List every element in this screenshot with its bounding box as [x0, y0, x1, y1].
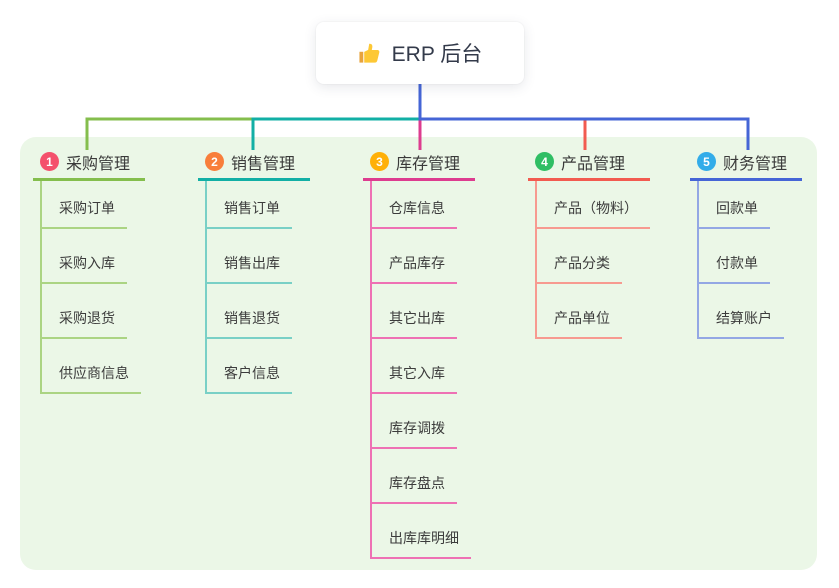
child-row: 供应商信息 — [42, 339, 141, 394]
child-node[interactable]: 采购入库 — [42, 253, 127, 284]
branch-node-5[interactable]: 5 财务管理 — [690, 148, 802, 181]
child-row: 采购订单 — [42, 181, 141, 229]
branch-column-4: 4 产品管理产品（物料） 产品分类产品单位 — [528, 148, 650, 339]
branch-number-badge: 5 — [697, 152, 716, 171]
branch-number-badge: 1 — [40, 152, 59, 171]
child-node[interactable]: 其它出库 — [372, 308, 457, 339]
child-node[interactable]: 产品单位 — [537, 308, 622, 339]
branch-title-label: 采购管理 — [66, 155, 131, 173]
branch-node-1[interactable]: 1 采购管理 — [33, 148, 145, 181]
child-row: 产品单位 — [537, 284, 650, 339]
child-row: 库存盘点 — [372, 449, 471, 504]
branch-column-5: 5 财务管理回款单付款单结算账户 — [690, 148, 802, 339]
child-row: 付款单 — [699, 229, 784, 284]
child-row: 结算账户 — [699, 284, 784, 339]
child-node[interactable]: 库存盘点 — [372, 473, 457, 504]
child-row: 其它入库 — [372, 339, 471, 394]
child-node[interactable]: 销售订单 — [207, 198, 292, 229]
branch-node-4[interactable]: 4 产品管理 — [528, 148, 650, 181]
child-row: 库存调拨 — [372, 394, 471, 449]
child-row: 仓库信息 — [372, 181, 471, 229]
child-node[interactable]: 销售出库 — [207, 253, 292, 284]
root-title: ERP 后台 — [391, 43, 483, 66]
child-node[interactable]: 供应商信息 — [42, 363, 141, 394]
child-row: 产品（物料） — [537, 181, 650, 229]
branch-number-badge: 2 — [205, 152, 224, 171]
child-row: 客户信息 — [207, 339, 292, 394]
child-node[interactable]: 回款单 — [699, 198, 770, 229]
child-row: 采购退货 — [42, 284, 141, 339]
branch-number-badge: 4 — [535, 152, 554, 171]
branch-title-label: 销售管理 — [231, 155, 296, 173]
branch-node-2[interactable]: 2 销售管理 — [198, 148, 310, 181]
branch-children: 销售订单销售出库销售退货客户信息 — [205, 181, 292, 394]
branch-number-badge: 3 — [370, 152, 389, 171]
child-node[interactable]: 库存调拨 — [372, 418, 457, 449]
child-node[interactable]: 客户信息 — [207, 363, 292, 394]
child-node[interactable]: 出库库明细 — [372, 528, 471, 559]
root-node[interactable]: ERP 后台 — [316, 22, 524, 84]
child-row: 采购入库 — [42, 229, 141, 284]
branch-children: 产品（物料） 产品分类产品单位 — [535, 181, 650, 339]
branch-title-label: 库存管理 — [396, 155, 461, 173]
child-row: 销售退货 — [207, 284, 292, 339]
branches-panel — [20, 137, 817, 570]
child-node[interactable]: 采购订单 — [42, 198, 127, 229]
child-row: 销售出库 — [207, 229, 292, 284]
branch-children: 仓库信息产品库存其它出库其它入库库存调拨库存盘点出库库明细 — [370, 181, 471, 559]
thumbs-up-icon — [359, 43, 380, 63]
child-node[interactable]: 仓库信息 — [372, 198, 457, 229]
child-row: 产品库存 — [372, 229, 471, 284]
child-node[interactable]: 结算账户 — [699, 308, 784, 339]
branch-column-3: 3 库存管理仓库信息产品库存其它出库其它入库库存调拨库存盘点出库库明细 — [363, 148, 475, 559]
branch-children: 回款单付款单结算账户 — [697, 181, 784, 339]
child-node[interactable]: 产品（物料） — [537, 198, 650, 229]
child-node[interactable]: 产品库存 — [372, 253, 457, 284]
branch-column-2: 2 销售管理销售订单销售出库销售退货客户信息 — [198, 148, 310, 394]
branch-column-1: 1 采购管理采购订单采购入库采购退货供应商信息 — [33, 148, 145, 394]
branch-children: 采购订单采购入库采购退货供应商信息 — [40, 181, 141, 394]
branch-title-label: 财务管理 — [723, 155, 788, 173]
child-row: 销售订单 — [207, 181, 292, 229]
child-node[interactable]: 采购退货 — [42, 308, 127, 339]
child-row: 其它出库 — [372, 284, 471, 339]
child-row: 回款单 — [699, 181, 784, 229]
child-node[interactable]: 产品分类 — [537, 253, 622, 284]
child-node[interactable]: 销售退货 — [207, 308, 292, 339]
branch-node-3[interactable]: 3 库存管理 — [363, 148, 475, 181]
child-row: 产品分类 — [537, 229, 650, 284]
child-row: 出库库明细 — [372, 504, 471, 559]
branch-title-label: 产品管理 — [561, 155, 626, 173]
child-node[interactable]: 付款单 — [699, 253, 770, 284]
child-node[interactable]: 其它入库 — [372, 363, 457, 394]
